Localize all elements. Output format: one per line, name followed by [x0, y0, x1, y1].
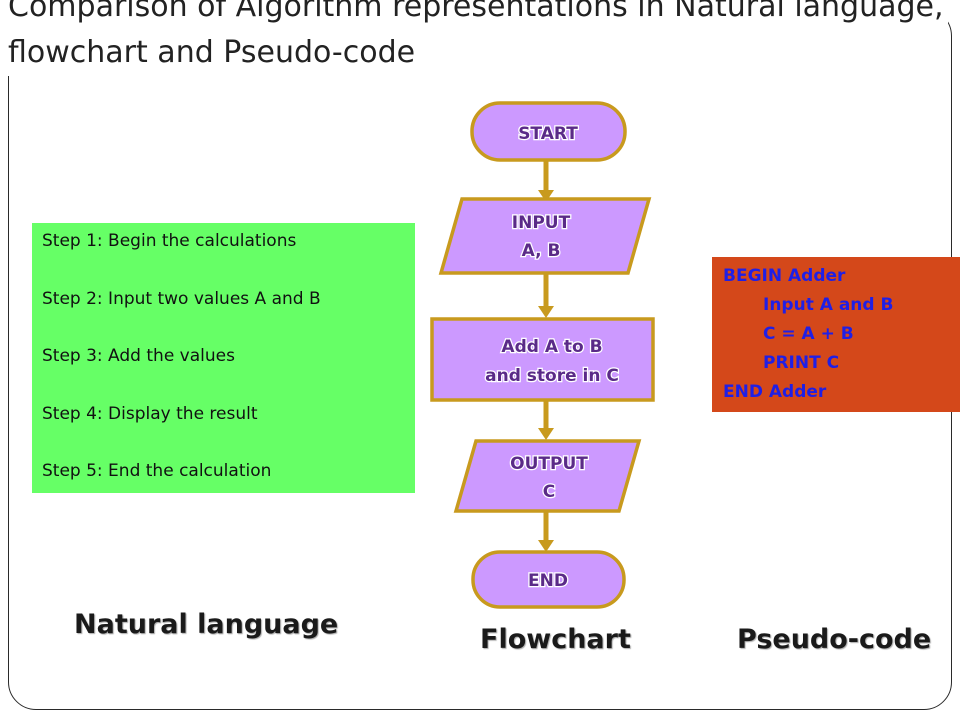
process-label-line1: Add A to B — [501, 337, 602, 357]
pseudocode-line-3: C = A + B — [763, 324, 854, 344]
natural-step-1: Step 1: Begin the calculations — [42, 231, 297, 251]
arrowhead-start-to-input — [538, 190, 554, 202]
pseudocode-line-5: END Adder — [723, 382, 827, 402]
output-parallelogram — [453, 439, 642, 513]
arrowhead-input-to-process — [538, 306, 554, 318]
pseudocode-line-4: PRINT C — [763, 353, 840, 373]
pseudocode-line-2: Input A and B — [763, 295, 894, 315]
arrowhead-process-to-output — [538, 428, 554, 440]
natural-language-label: Natural language — [74, 609, 339, 640]
pseudocode-line-1: BEGIN Adder — [723, 266, 846, 286]
natural-step-3: Step 3: Add the values — [42, 346, 235, 366]
end-terminal — [471, 550, 626, 609]
end-terminal-label: END — [528, 571, 568, 591]
input-label-line1: INPUT — [512, 213, 571, 233]
pseudocode-box: BEGIN Adder Input A and B C = A + B PRIN… — [712, 257, 960, 412]
start-terminal — [470, 101, 627, 162]
natural-step-2: Step 2: Input two values A and B — [42, 288, 321, 309]
pseudocode-label: Pseudo-code — [737, 624, 932, 655]
output-label-line1: OUTPUT — [510, 454, 588, 474]
process-rectangle — [430, 317, 655, 402]
arrowhead-output-to-end — [538, 540, 554, 552]
natural-step-4: Step 4: Display the result — [42, 403, 258, 424]
natural-step-5: Step 5: End the calculation — [42, 461, 272, 481]
flowchart-label: Flowchart — [480, 624, 631, 655]
start-terminal-label: START — [518, 124, 578, 144]
output-label-line2: C — [543, 482, 555, 502]
process-label-line2: and store in C — [485, 366, 619, 386]
input-parallelogram — [438, 197, 652, 275]
input-label-line2: A, B — [522, 241, 561, 261]
slide-title: Comparison of Algorithm representations … — [8, 0, 948, 76]
natural-language-box: Step 1: Begin the calculations Step 2: I… — [32, 223, 415, 493]
